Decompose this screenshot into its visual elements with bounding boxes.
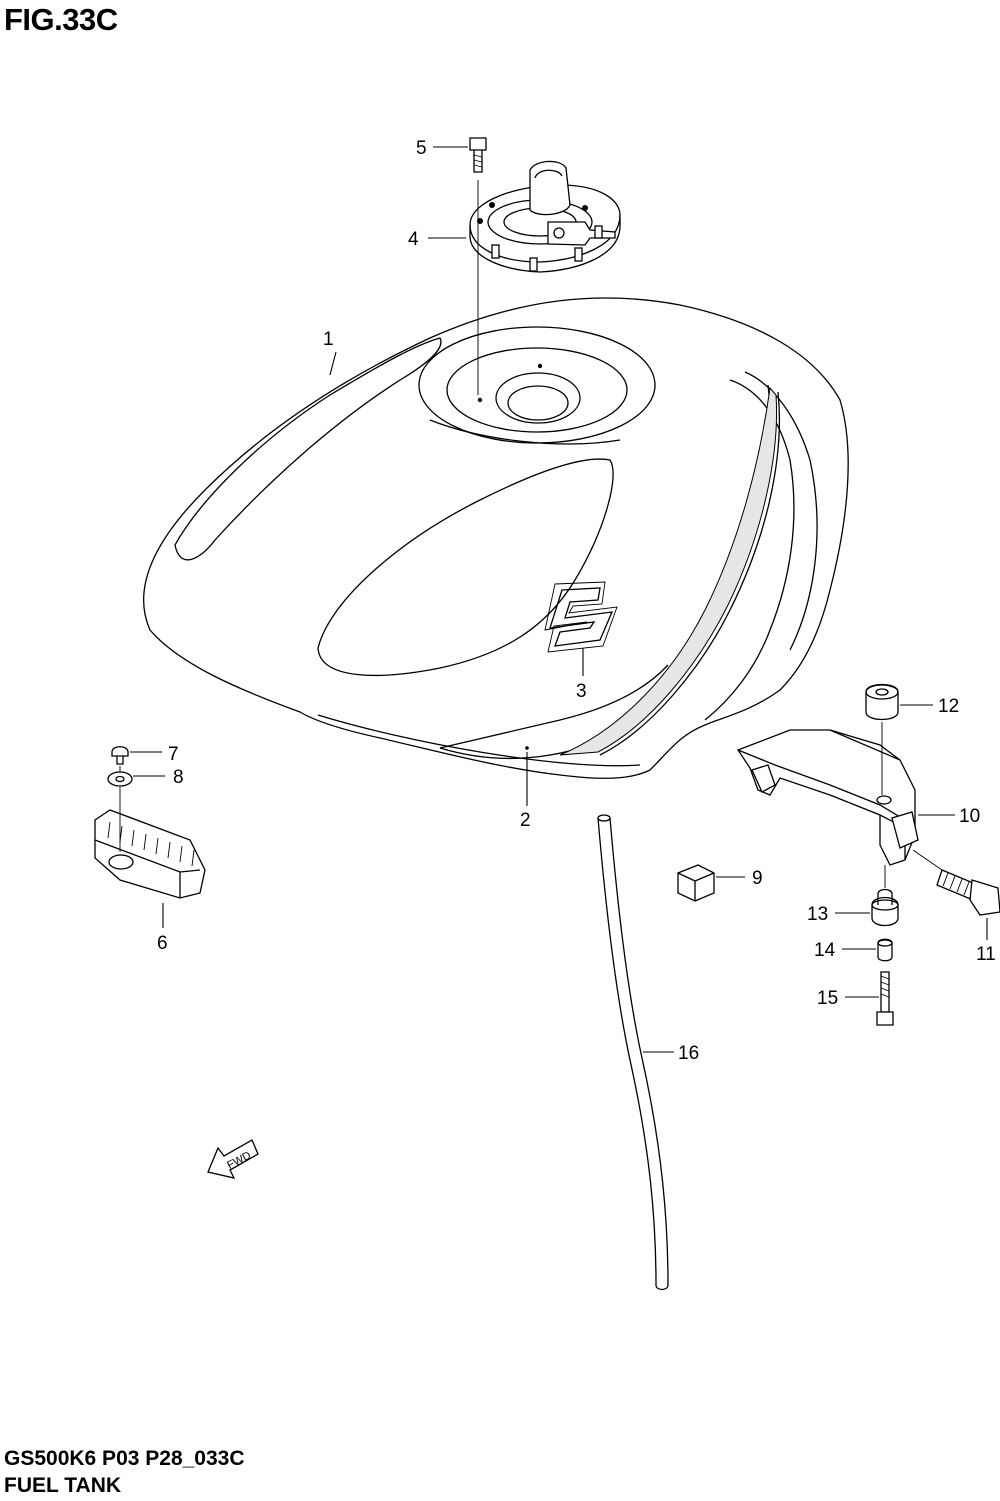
bolt-part-11[interactable] [936,869,1000,916]
leader-lines [130,146,988,1053]
fuel-cap-part-4[interactable] [469,160,621,273]
callout-10: 10 [959,806,980,827]
cushion-part-9[interactable] [677,864,715,902]
model-code: GS500K6 P03 P28_033C [4,1447,245,1470]
callout-6: 6 [157,933,168,954]
tank-rail-part-2[interactable] [525,746,529,750]
bolt-part-15[interactable] [876,971,894,1026]
callout-13: 13 [807,904,828,925]
callout-16: 16 [678,1043,699,1064]
callout-5: 5 [416,138,427,159]
fuel-tank-part-1[interactable] [143,297,849,779]
callout-15: 15 [817,988,838,1009]
callout-11: 11 [976,944,996,965]
callout-1: 1 [323,329,334,350]
forward-arrow-icon: FWD [207,1139,259,1179]
collar-part-14[interactable] [877,938,893,962]
callout-9: 9 [752,868,763,889]
callout-12: 12 [938,696,959,717]
callout-numbers: 1 2 3 4 5 6 7 8 9 10 11 12 13 14 15 16 [157,138,996,1064]
screw-part-7[interactable] [111,746,129,765]
drain-hose-part-16[interactable] [597,814,669,1291]
mounting-bracket-part-10[interactable] [737,729,919,866]
callout-2: 2 [520,810,531,831]
figure-title: FIG.33C [4,2,118,37]
nut-part-12[interactable] [865,683,899,721]
cap-screw-part-5[interactable] [469,137,487,173]
callout-7: 7 [168,744,179,765]
callout-8: 8 [173,767,184,788]
tank-emblem-part-3[interactable] [544,581,618,653]
bolt-guide-line [912,849,943,871]
rear-cushion-part-6[interactable] [94,809,206,899]
callout-14: 14 [814,940,836,961]
callout-3: 3 [576,681,587,702]
section-title: FUEL TANK [4,1474,122,1497]
grommet-part-13[interactable] [871,888,899,927]
callout-4: 4 [408,229,419,250]
washer-part-8[interactable] [107,771,133,787]
